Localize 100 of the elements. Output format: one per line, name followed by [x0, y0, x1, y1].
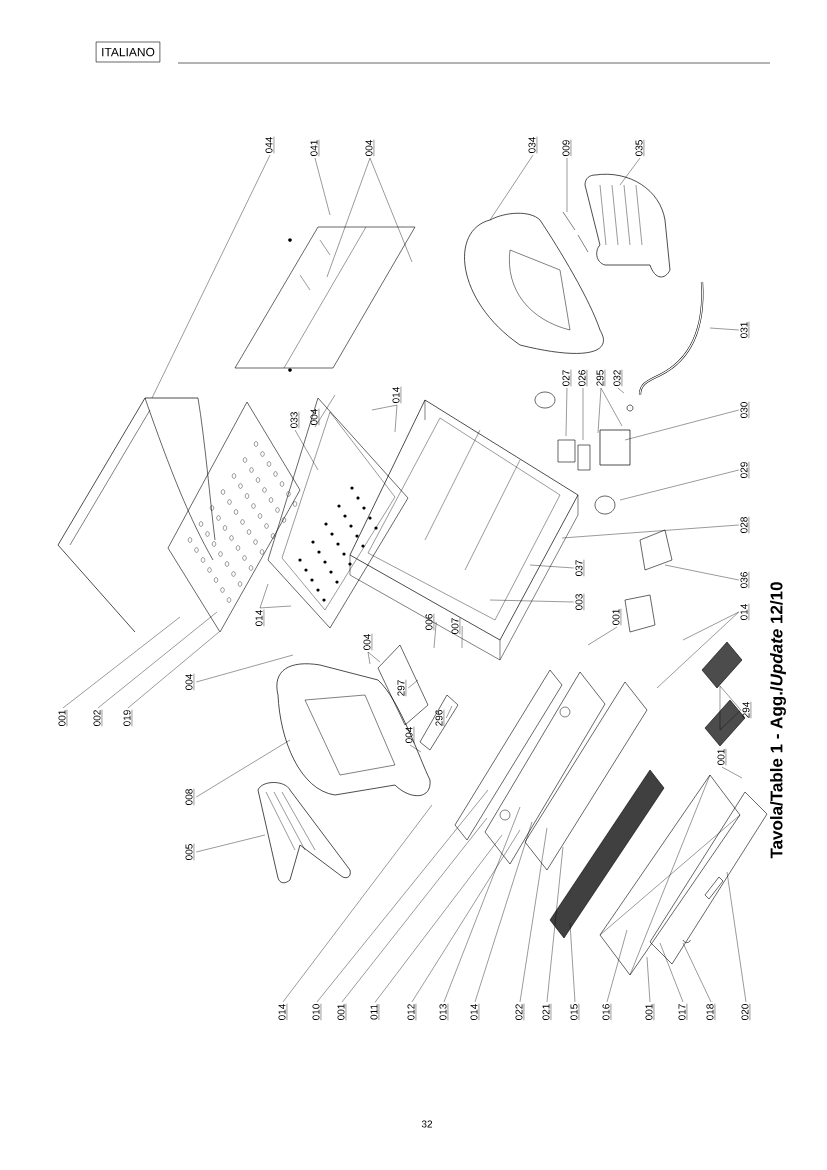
leader-line [127, 631, 220, 709]
leader-line [446, 705, 453, 719]
callout-number: 037 [575, 559, 585, 577]
callout-number: 004 [185, 673, 195, 691]
callout-number: 022 [515, 1003, 525, 1021]
callout-number: 028 [740, 516, 750, 534]
leader-line [587, 626, 618, 646]
callout-number: 015 [570, 1003, 580, 1021]
leader-line [682, 611, 739, 641]
callout-number: 017 [678, 1003, 688, 1021]
callout-number: 003 [575, 593, 585, 611]
leader-line [314, 394, 336, 428]
leader-line [294, 429, 319, 471]
leader-line [97, 611, 218, 709]
leader-line [597, 387, 602, 434]
leader-line [62, 616, 181, 709]
callout-number: 041 [310, 139, 320, 157]
leader-line [565, 387, 568, 437]
leader-line [326, 157, 371, 278]
leader-line [196, 739, 291, 798]
leader-line [600, 387, 623, 427]
callout-number: 029 [740, 461, 750, 479]
leader-line [196, 834, 266, 853]
page-number: 32 [421, 1120, 433, 1128]
leader-line [433, 621, 437, 649]
callout-number: 001 [58, 709, 68, 727]
leader-line [411, 829, 521, 1003]
callout-number: 027 [562, 369, 572, 387]
callout-number: 008 [185, 788, 195, 806]
leader-line [341, 817, 488, 1003]
callout-number: 010 [312, 1003, 322, 1021]
leader-line [709, 327, 739, 331]
leader-line [619, 469, 739, 501]
leader-line [151, 154, 271, 399]
callout-number: 011 [370, 1003, 380, 1021]
leader-line [367, 651, 381, 663]
callout-number: 026 [578, 369, 588, 387]
leader-line [196, 654, 294, 683]
callout-number: 020 [741, 1003, 751, 1021]
callout-number: 004 [405, 726, 415, 744]
leader-line [371, 404, 398, 411]
callout-number: 009 [562, 139, 572, 157]
leader-line [489, 154, 534, 221]
leader-line [726, 871, 747, 1003]
callout-number: 032 [613, 369, 623, 387]
leader-line [282, 804, 433, 1003]
callout-number: 014 [278, 1003, 288, 1021]
title: Tavola/Table 1 - Agg./Update 12/10 [770, 582, 786, 859]
callout-number: 044 [265, 136, 275, 154]
callout-number: 294 [742, 701, 752, 719]
leader-line [489, 599, 574, 603]
leader-line [461, 625, 463, 649]
leader-line [624, 409, 739, 441]
callout-number: 035 [635, 139, 645, 157]
leader-line [566, 157, 568, 213]
callout-number: 002 [93, 709, 103, 727]
callout-number: 012 [407, 1003, 417, 1021]
callout-number: 004 [363, 633, 373, 651]
callout-number: 033 [290, 411, 300, 429]
leader-line [619, 157, 641, 186]
callout-number: 295 [596, 369, 606, 387]
callout-number: 019 [123, 709, 133, 727]
callout-number: 018 [706, 1003, 716, 1021]
callout-number: 030 [740, 401, 750, 419]
leader-line [664, 564, 739, 581]
callout-number: 297 [397, 679, 407, 697]
leader-line [546, 846, 564, 1003]
callout-number: 007 [451, 617, 461, 635]
callout-number: 036 [740, 571, 750, 589]
callout-number: 005 [185, 843, 195, 861]
callout-number: 014 [255, 609, 265, 627]
callout-number: 016 [602, 1003, 612, 1021]
callout-number: 001 [645, 1003, 655, 1021]
leader-line [259, 583, 269, 609]
leader-line [721, 766, 743, 779]
leader-line [519, 827, 548, 1003]
callout-number: 296 [435, 709, 445, 727]
leader-line [374, 834, 503, 1003]
leader-line [316, 789, 489, 1003]
language-tab: ITALIANO [95, 41, 161, 63]
leader-line [474, 821, 533, 1003]
leader-line [394, 404, 398, 433]
leader-line [408, 679, 419, 689]
callout-number: 001 [612, 608, 622, 626]
callout-number: 001 [337, 1003, 347, 1021]
leader-line [409, 744, 422, 753]
leader-line [314, 157, 331, 216]
callout-number: 014 [740, 603, 750, 621]
leader-line [656, 611, 739, 689]
callout-number: 014 [470, 1003, 480, 1021]
callout-number: 014 [392, 386, 402, 404]
leader-line [606, 929, 628, 1003]
callout-number: 013 [439, 1003, 449, 1021]
callout-number: 021 [542, 1003, 552, 1021]
callout-number: 001 [717, 748, 727, 766]
leader-line [369, 157, 413, 263]
leader-line [529, 564, 574, 569]
leader-line [367, 651, 371, 665]
leader-line [259, 605, 292, 609]
leader-line [582, 387, 584, 441]
